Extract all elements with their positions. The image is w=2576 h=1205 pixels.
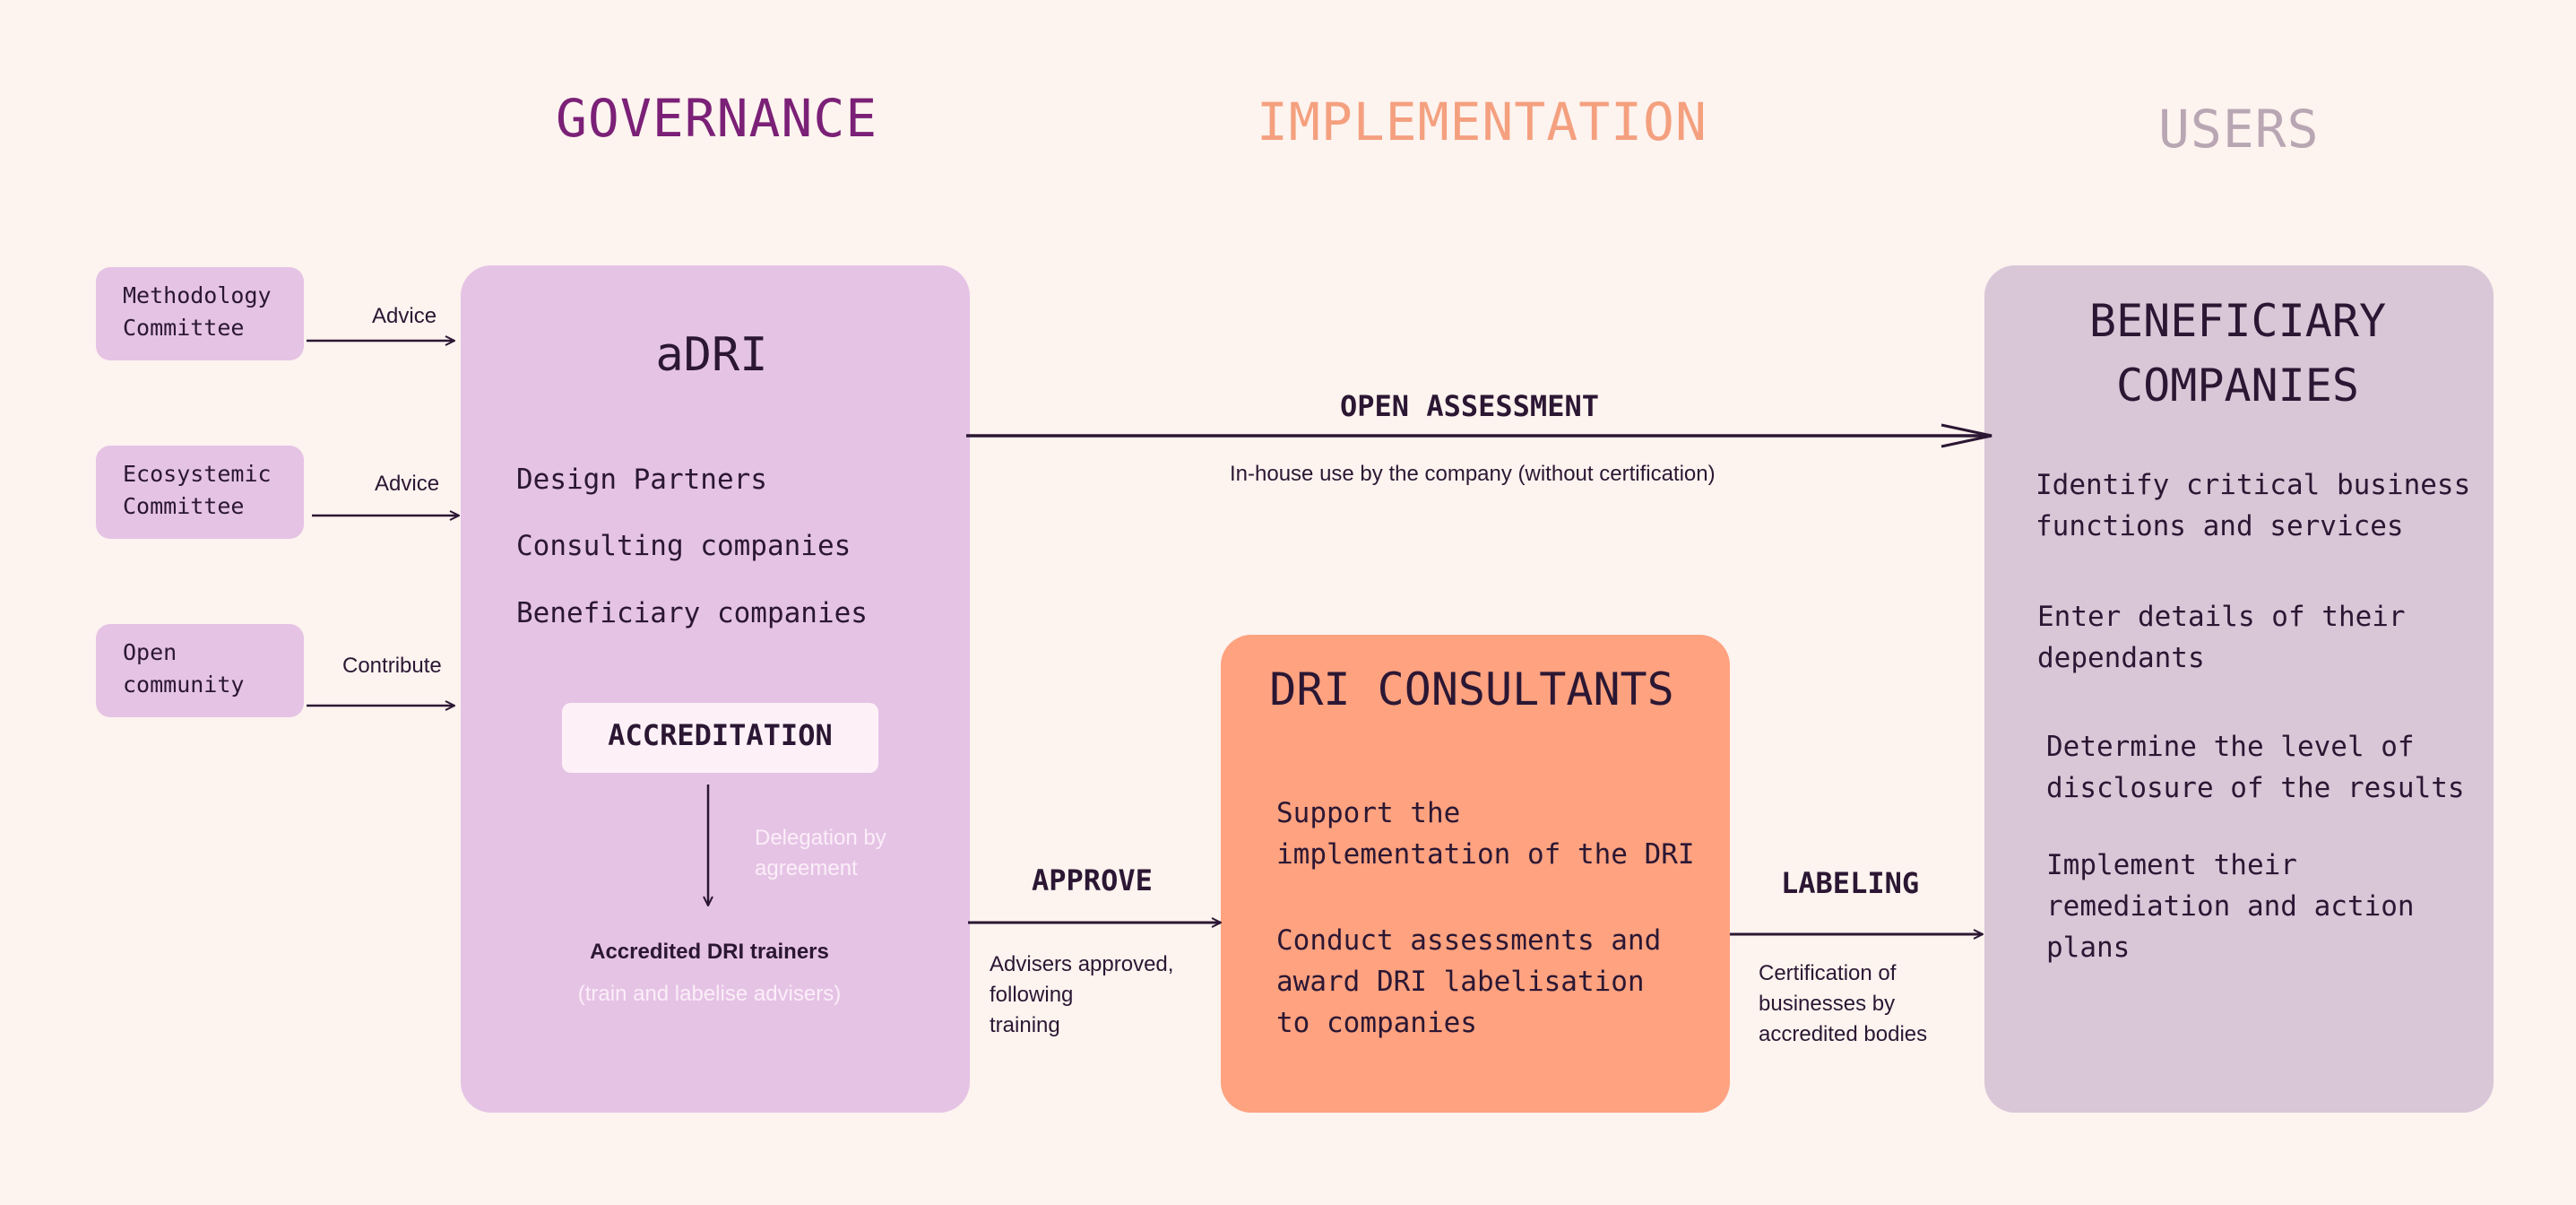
beneficiary-item-implement: Implement their remediation and action p… [2046,849,2415,964]
trainers-note-label: (train and labelise advisers) [577,982,842,1006]
methodology-committee-box: Methodology Committee [96,267,304,360]
open-assessment-note: In-house use by the company (without cer… [1230,462,1716,486]
advice-label-1: Advice [372,304,437,328]
accreditation-label: ACCREDITATION [608,718,833,752]
consultants-item-assessments: Conduct assessments and award DRI labeli… [1276,924,1662,1039]
contribute-label: Contribute [342,654,442,678]
open-assessment-label: OPEN ASSESSMENT [1340,389,1599,423]
ecosystemic-committee-box: Ecosystemic Committee [96,446,304,539]
adri-item-beneficiary-companies: Beneficiary companies [516,597,868,629]
adri-item-consulting-companies: Consulting companies [516,530,851,562]
implementation-heading: IMPLEMENTATION [1257,91,1707,152]
dri-consultants-panel [1221,635,1730,1113]
approve-label: APPROVE [1032,863,1153,897]
beneficiary-item-identify: Identify critical business functions and… [2036,469,2471,542]
adri-title: aDRI [655,328,768,382]
adri-panel [461,265,970,1113]
advice-label-2: Advice [375,472,440,496]
accreditation-badge [562,703,878,773]
beneficiary-item-enter: Enter details of their dependants [2037,601,2406,674]
governance-heading: GOVERNANCE [556,88,878,149]
labeling-label: LABELING [1781,866,1920,900]
open-community-box: Open community [96,624,304,717]
users-heading: USERS [2158,99,2320,160]
delegation-label: Delegation by agreement [755,826,886,880]
beneficiary-companies-panel [1984,265,2494,1113]
adri-item-design-partners: Design Partners [516,464,767,496]
dri-consultants-title: DRI CONSULTANTS [1269,663,1674,715]
consultants-item-support: Support the implementation of the DRI [1276,797,1695,871]
beneficiary-item-determine: Determine the level of disclosure of the… [2046,731,2465,804]
labeling-note: Certification of businesses by accredite… [1759,961,1928,1046]
approve-note: Advisers approved, following training [990,952,1174,1037]
accredited-trainers-label: Accredited DRI trainers [590,940,829,964]
beneficiary-companies-title: BENEFICIARY COMPANIES [2088,295,2387,412]
